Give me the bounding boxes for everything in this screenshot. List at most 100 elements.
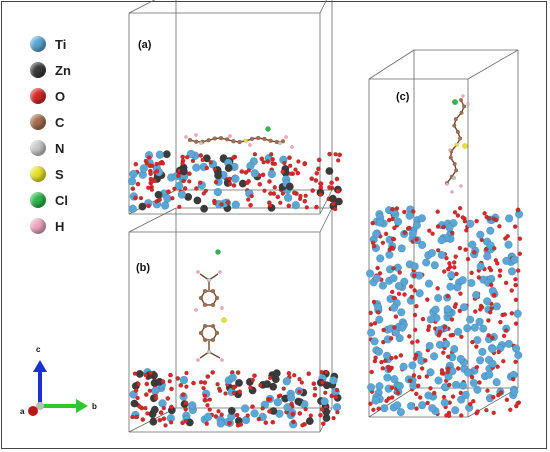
o-atom — [304, 205, 309, 210]
ti-atom — [440, 398, 449, 407]
o-atom — [428, 385, 433, 391]
c-atom — [249, 136, 255, 142]
o-atom — [420, 316, 426, 322]
c-atom — [202, 288, 208, 294]
o-atom — [300, 423, 305, 428]
o-atom — [380, 365, 386, 371]
o-atom — [394, 206, 400, 211]
ti-atom — [396, 408, 406, 417]
o-atom — [491, 410, 497, 416]
h-atom — [220, 358, 224, 362]
o-atom — [186, 171, 192, 177]
zn-atom — [149, 417, 158, 426]
h-atom — [290, 145, 294, 149]
legend-swatch-ti — [30, 36, 46, 52]
zn-atom — [214, 171, 223, 180]
o-atom — [442, 324, 448, 330]
o-atom — [512, 224, 518, 229]
s-atom — [454, 142, 459, 147]
h-atom — [228, 134, 232, 138]
o-atom — [132, 371, 138, 376]
c-atom — [210, 302, 216, 308]
ti-atom — [406, 401, 416, 411]
c-atom — [202, 323, 208, 329]
molecule-c — [444, 94, 470, 194]
molecule-a — [184, 126, 294, 149]
o-atom — [393, 314, 399, 319]
o-atom — [445, 369, 450, 375]
ti-atom — [446, 282, 455, 291]
o-atom — [396, 291, 402, 297]
o-atom — [146, 203, 152, 209]
ti-atom — [127, 177, 137, 186]
legend-label-s: S — [55, 166, 64, 182]
legend-label-o: O — [55, 88, 66, 104]
panel-label-c: (c) — [396, 91, 410, 103]
o-atom — [297, 376, 302, 382]
zn-atom — [130, 399, 139, 408]
c-atom — [454, 168, 459, 173]
o-atom — [426, 228, 432, 233]
ti-atom — [179, 375, 189, 385]
ti-atom — [502, 256, 511, 266]
ti-atom — [372, 229, 381, 239]
o-atom — [154, 161, 159, 167]
box-edge — [128, 189, 177, 215]
o-atom — [216, 409, 221, 414]
ti-atom — [476, 262, 485, 271]
legend-item-c: C — [30, 112, 64, 132]
o-atom — [410, 209, 416, 214]
o-atom — [458, 291, 463, 296]
o-atom — [488, 282, 494, 288]
o-atom — [435, 286, 441, 291]
o-atom — [491, 292, 497, 298]
ti-atom — [399, 362, 408, 371]
o-atom — [390, 236, 396, 242]
o-atom — [135, 181, 141, 187]
o-atom — [471, 249, 477, 255]
o-atom — [145, 411, 150, 416]
legend-item-h: H — [30, 216, 64, 236]
ti-atom — [390, 375, 399, 384]
o-atom — [250, 377, 256, 383]
ti-atom — [367, 383, 376, 392]
ti-atom — [466, 219, 475, 228]
o-atom — [204, 421, 210, 426]
ti-atom — [483, 252, 492, 261]
o-atom — [412, 312, 418, 318]
o-atom — [446, 382, 452, 388]
zn-atom — [200, 204, 209, 213]
o-atom — [392, 225, 397, 231]
ti-atom — [483, 297, 492, 306]
zn-atom — [138, 202, 147, 211]
ti-atom — [385, 250, 394, 259]
o-atom — [513, 321, 519, 326]
ti-atom — [394, 217, 403, 226]
o-atom — [245, 197, 251, 202]
ti-atom — [376, 254, 385, 263]
o-atom — [392, 325, 397, 330]
o-atom — [393, 355, 399, 360]
zn-atom — [305, 417, 314, 426]
o-atom — [250, 404, 255, 410]
o-atom — [391, 295, 397, 301]
c-atom — [458, 136, 463, 141]
o-atom — [459, 334, 464, 340]
c-atom — [262, 136, 267, 142]
o-atom — [297, 196, 303, 202]
o-atom — [439, 368, 445, 373]
o-atom — [505, 233, 511, 239]
o-atom — [491, 245, 497, 251]
o-atom — [268, 375, 273, 381]
o-atom — [297, 410, 303, 416]
o-atom — [314, 170, 320, 176]
o-atom — [474, 218, 479, 224]
o-atom — [474, 344, 479, 349]
ti-atom — [513, 309, 522, 318]
c-atom — [452, 123, 457, 128]
o-atom — [389, 289, 395, 295]
slab-a — [127, 149, 343, 214]
ti-atom — [424, 279, 434, 288]
o-atom — [275, 194, 281, 200]
